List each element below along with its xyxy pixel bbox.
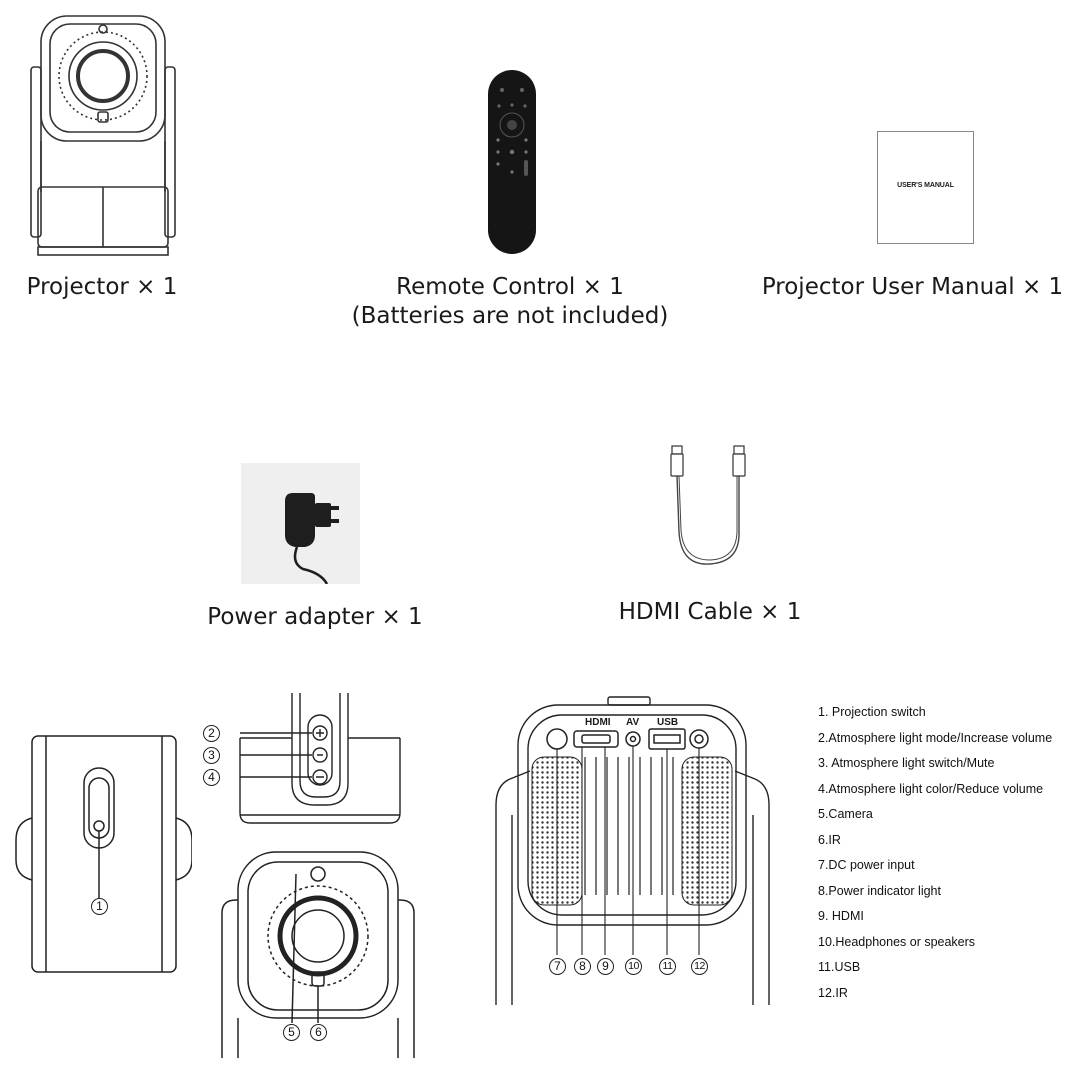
projector-button-panel — [239, 693, 401, 824]
projector-image — [30, 15, 176, 256]
power-adapter-image — [241, 463, 360, 585]
projector-front-view — [221, 851, 415, 1058]
callout-5: 5 — [283, 1024, 300, 1041]
manual-cover-title: USER'S MANUAL — [897, 182, 954, 189]
legend-item-1: 1. Projection switch — [818, 705, 926, 719]
callout-6: 6 — [310, 1024, 327, 1041]
legend-item-11: 11.USB — [818, 960, 861, 974]
projector-rear-view — [495, 696, 770, 1005]
legend-item-9: 9. HDMI — [818, 909, 864, 923]
hdmi-cable-image — [670, 445, 746, 565]
port-label-hdmi: HDMI — [585, 717, 611, 728]
callout-11: 11 — [659, 958, 676, 975]
legend-item-4: 4.Atmosphere light color/Reduce volume — [818, 781, 1044, 796]
parts-legend: 1. Projection switch 2.Atmosphere light … — [818, 702, 1052, 1008]
caption-adapter: Power adapter × 1 — [207, 604, 423, 630]
legend-item-12: 12.IR — [818, 985, 848, 1000]
callout-9: 9 — [597, 958, 614, 975]
callout-10: 10 — [625, 958, 642, 975]
port-label-av: AV — [626, 717, 640, 728]
caption-remote: Remote Control × 1 — [396, 274, 624, 300]
callout-1: 1 — [91, 898, 108, 915]
remote-control-image — [488, 70, 536, 254]
caption-remote-note: (Batteries are not included) — [351, 303, 669, 329]
port-label-usb: USB — [657, 717, 679, 728]
legend-item-2: 2.Atmosphere light mode/Increase volume — [818, 730, 1053, 745]
caption-projector: Projector × 1 — [26, 274, 178, 300]
user-manual-image: USER'S MANUAL — [877, 131, 974, 244]
power-adapter-icon — [285, 493, 339, 585]
legend-item-10: 10.Headphones or speakers — [818, 934, 976, 949]
legend-item-3: 3. Atmosphere light switch/Mute — [818, 756, 995, 770]
callout-2: 2 — [203, 725, 220, 742]
callout-3: 3 — [203, 747, 220, 764]
callout-8: 8 — [574, 958, 591, 975]
legend-item-6: 6.IR — [818, 832, 841, 847]
caption-manual: Projector User Manual × 1 — [761, 274, 1064, 300]
caption-hdmi-cable: HDMI Cable × 1 — [618, 599, 802, 625]
callout-4: 4 — [203, 769, 220, 786]
legend-item-8: 8.Power indicator light — [818, 883, 941, 898]
legend-item-5: 5.Camera — [818, 807, 873, 821]
legend-item-7: 7.DC power input — [818, 858, 915, 872]
callout-7: 7 — [549, 958, 566, 975]
projector-side-view — [15, 735, 192, 973]
callout-12: 12 — [691, 958, 708, 975]
